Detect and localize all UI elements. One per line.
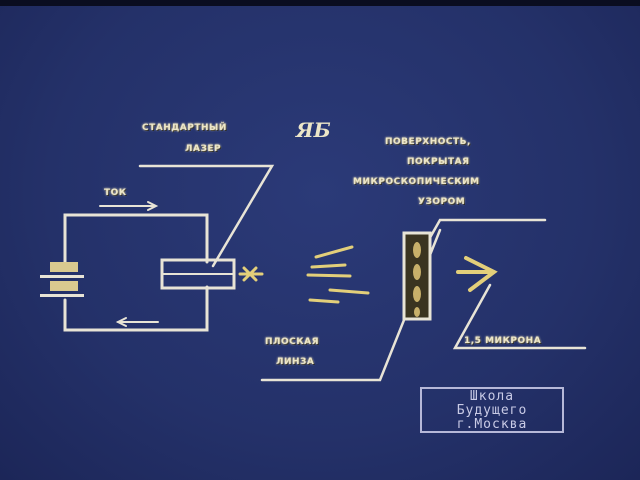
watermark-line2: Будущего (456, 403, 528, 418)
surface-leader-line (421, 218, 547, 252)
current-label: ТОК (104, 188, 127, 198)
arrowhead-top (147, 201, 159, 211)
light-rays (306, 245, 370, 304)
school-watermark: Школа Будущего г.Москва (420, 387, 564, 433)
circuit-wire-bottom (63, 285, 209, 332)
surface-label-line4: УЗОРОМ (418, 197, 466, 207)
surface-label-line2: ПОКРЫТАЯ (407, 157, 470, 167)
focused-beam-icon (456, 256, 498, 292)
circuit-wire (63, 213, 209, 264)
handwritten-mark: ЯБ (296, 118, 331, 142)
laser-label-line2: ЛАЗЕР (185, 144, 222, 154)
arrowhead-bottom (115, 317, 127, 327)
lens-label-line2: ЛИНЗА (276, 357, 315, 367)
lens-label-line1: ПЛОСКАЯ (265, 337, 320, 347)
watermark-line3: г.Москва (456, 417, 528, 432)
patterned-surface (402, 231, 432, 321)
surface-label-line1: ПОВЕРХНОСТЬ, (385, 137, 471, 147)
laser-label-line1: СТАНДАРТНЫЙ (142, 123, 227, 133)
laser-leader-line (138, 164, 275, 268)
laser-output-icon (238, 266, 264, 282)
microns-leader-line (452, 283, 587, 350)
video-top-band (0, 0, 640, 6)
surface-label-line3: МИКРОСКОПИЧЕСКИМ (353, 177, 480, 187)
microns-label: 1,5 МИКРОНА (464, 336, 542, 346)
watermark-line1: Школа (469, 389, 515, 404)
battery-icon (40, 262, 84, 297)
